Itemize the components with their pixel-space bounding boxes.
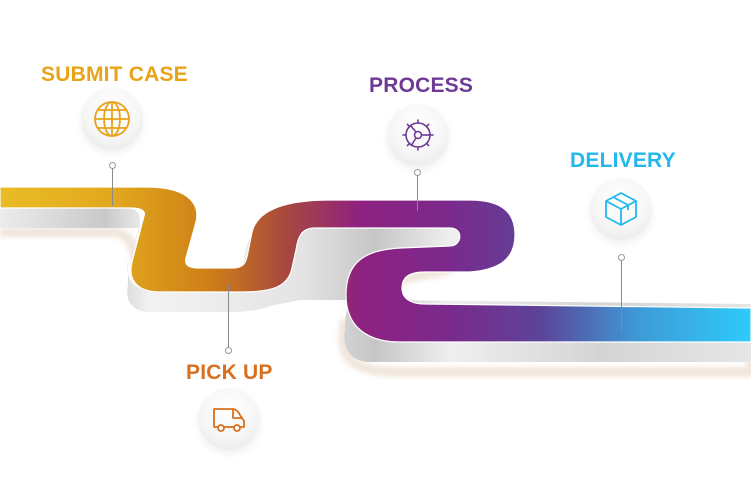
gear-icon bbox=[402, 119, 434, 151]
step-label-process: PROCESS bbox=[369, 74, 474, 97]
connector-line-delivery bbox=[621, 260, 622, 332]
road-surface bbox=[0, 186, 751, 343]
globe-icon bbox=[94, 101, 130, 137]
connector-line-pickup bbox=[228, 284, 229, 348]
step-icon-pickup bbox=[198, 388, 260, 450]
step-icon-submit bbox=[81, 88, 143, 150]
connector-line-process bbox=[417, 175, 418, 211]
connector-dot-pickup bbox=[225, 347, 232, 354]
step-label-delivery: DELIVERY bbox=[570, 149, 676, 172]
connector-line-submit bbox=[112, 168, 113, 206]
box-icon bbox=[605, 192, 637, 226]
step-label-pickup: PICK UP bbox=[186, 361, 273, 384]
step-icon-process bbox=[387, 104, 449, 166]
step-label-submit: SUBMIT CASE bbox=[41, 63, 188, 86]
step-icon-delivery bbox=[590, 178, 652, 240]
truck-icon bbox=[213, 408, 245, 432]
